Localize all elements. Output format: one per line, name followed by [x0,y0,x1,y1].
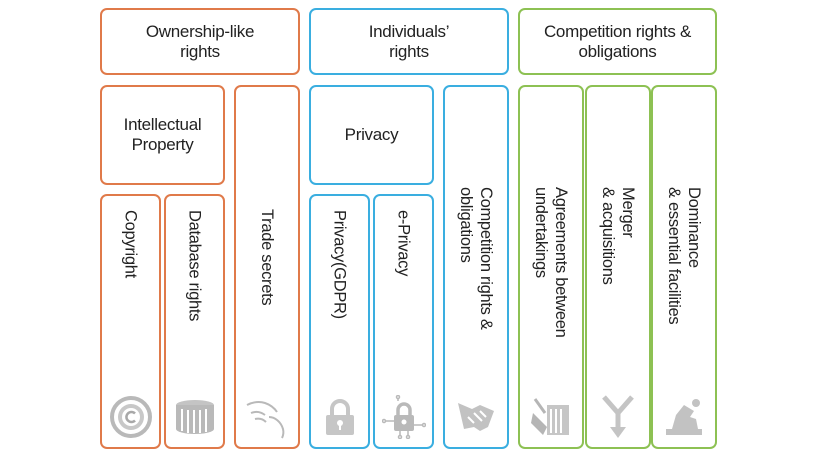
column-privacy-gdpr: Privacy(GDPR) [309,194,370,449]
group-intellectual-property: Intellectual Property [100,85,225,185]
group-label: Privacy [344,125,399,144]
header-label: Individuals’ rights [368,21,450,61]
hand-secret-icon [246,400,285,439]
column-label: Copyright [121,210,140,278]
padlock-icon [325,399,354,435]
dominance-piece-icon [666,399,702,435]
header-individuals-rights: Individuals’ rights [309,8,509,75]
column-dominance-essential-facilities: Dominance & essential facilities [651,85,717,449]
merge-arrow-icon [602,395,634,438]
group-privacy: Privacy [309,85,434,185]
header-ownership-like-rights: Ownership-like rights [100,8,300,75]
database-stack-icon [175,400,214,434]
column-label: Merger & acquisitions [599,187,637,285]
column-trade-secrets: Trade secrets [234,85,300,449]
column-e-privacy: e-Privacy [373,194,434,449]
column-label: e-Privacy [394,210,413,277]
column-label: Trade secrets [258,209,276,306]
column-database-rights: Database rights [164,194,225,449]
column-copyright: Copyright [100,194,161,449]
column-label: Competition rights & obligations [457,187,495,330]
column-label: Privacy(GDPR) [330,210,349,319]
column-competition-rights-obligations: Competition rights & obligations [443,85,509,449]
column-agreements-between-undertakings: Agreements between undertakings [518,85,584,449]
handshake-icon [458,403,494,431]
copyright-disc-icon [109,396,152,438]
agreement-document-icon [531,398,569,435]
group-label: Intellectual Property [123,115,202,154]
circuit-padlock-icon [381,395,426,439]
column-merger-acquisitions: Merger & acquisitions [585,85,651,449]
column-label: Database rights [185,210,204,322]
column-label: Dominance & essential facilities [665,187,703,325]
header-label: Ownership-like rights [145,21,255,61]
column-label: Agreements between undertakings [532,187,570,338]
header-competition-rights: Competition rights & obligations [518,8,717,75]
header-label: Competition rights & obligations [543,21,692,61]
